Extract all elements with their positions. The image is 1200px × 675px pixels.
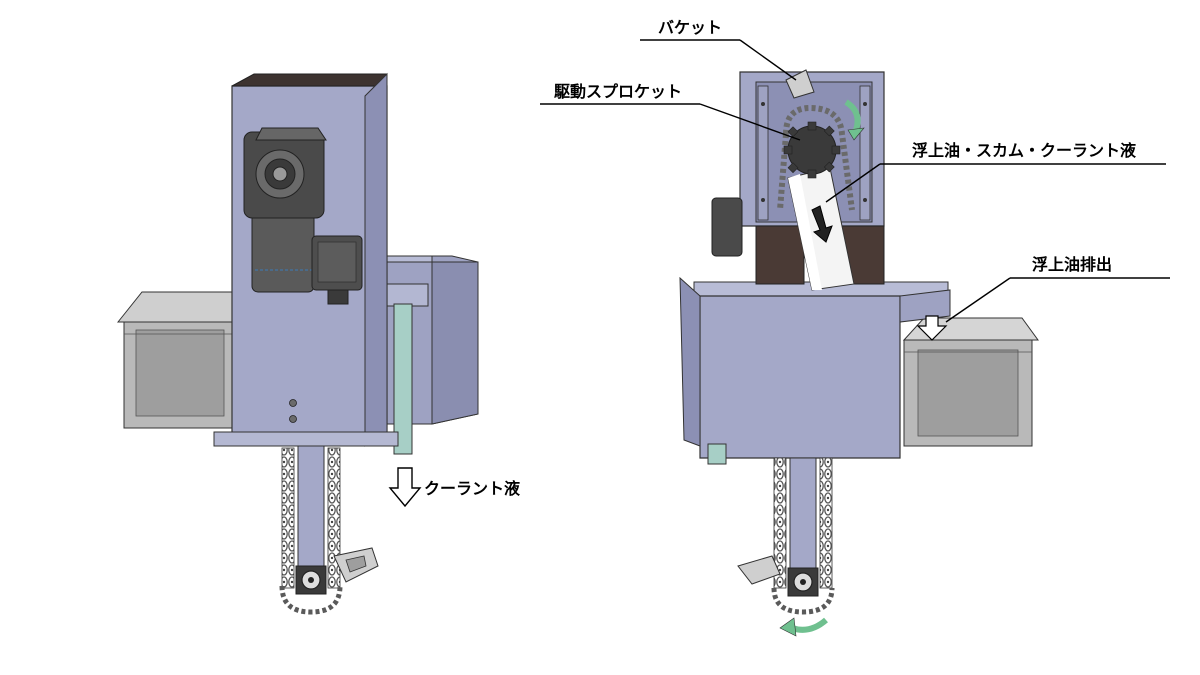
drive-sprocket-label: 駆動スプロケット (554, 82, 682, 101)
coolant-label: クーラント液 (424, 479, 521, 498)
right-tray (902, 317, 1039, 447)
left-tray (116, 291, 239, 429)
brown-panel-left (755, 225, 805, 285)
left-motor (243, 127, 363, 305)
coolant-pipe (393, 303, 413, 455)
oil-discharge-label: 浮上油排出 (1032, 255, 1112, 274)
discharge-arrow-icon (916, 315, 948, 341)
right-motor (711, 197, 743, 257)
right-lower-housing (679, 276, 951, 465)
rotation-arrow-bottom-icon (791, 617, 828, 633)
right-machine (679, 69, 1039, 637)
bucket-label: バケット (658, 18, 722, 37)
floating-mix-label: 浮上油・スカム・クーラント液 (912, 141, 1137, 160)
stream-arrow-icon (811, 205, 833, 243)
right-chain (737, 457, 835, 615)
left-chain (279, 445, 379, 615)
sprocket-icon (783, 121, 841, 179)
left-machine: クーラント液 (116, 72, 521, 615)
callouts: バケット 駆動スプロケット 浮上油・スカム・クーラント液 浮上油排出 (540, 18, 1170, 323)
chain-icon (777, 104, 855, 211)
rotation-arrow-icon (844, 99, 861, 131)
down-arrow-icon (388, 467, 422, 508)
